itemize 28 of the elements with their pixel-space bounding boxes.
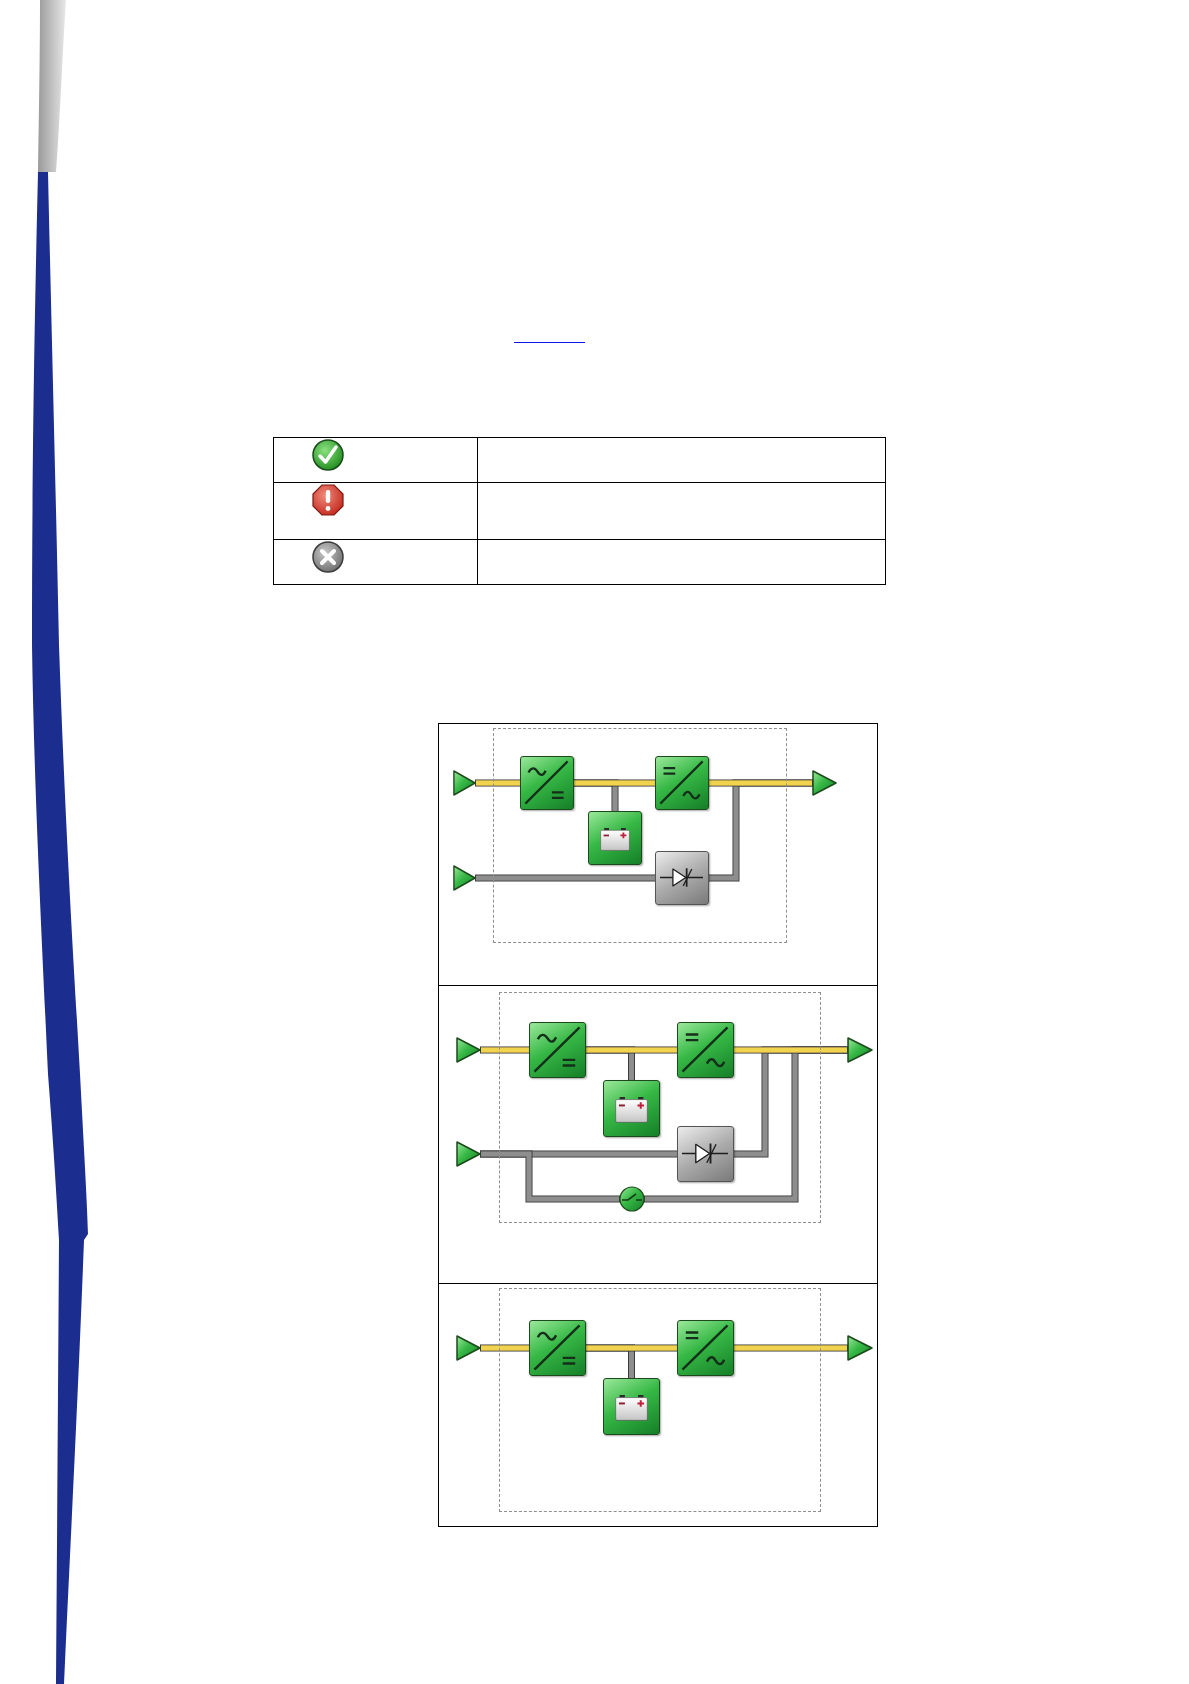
battery-block bbox=[603, 1080, 660, 1137]
output-terminal bbox=[847, 1335, 873, 1361]
output-terminal bbox=[812, 770, 837, 796]
connector-line bbox=[734, 1345, 847, 1351]
connector-line bbox=[481, 1047, 529, 1053]
connector-line bbox=[709, 780, 812, 786]
connector-line bbox=[481, 1345, 529, 1351]
input-terminal bbox=[453, 770, 476, 796]
connector-line bbox=[734, 1047, 847, 1053]
input-terminal bbox=[453, 865, 476, 891]
input-terminal bbox=[456, 1141, 481, 1167]
connector-line bbox=[476, 780, 520, 786]
battery-block bbox=[588, 811, 642, 865]
connector-line bbox=[481, 1151, 619, 1202]
connector-line bbox=[586, 1345, 677, 1351]
connector-line bbox=[476, 875, 655, 881]
connector-line bbox=[574, 780, 655, 786]
input-terminal bbox=[456, 1335, 481, 1361]
static-switch-block bbox=[655, 851, 709, 905]
battery-block bbox=[603, 1378, 660, 1435]
ups-boundary bbox=[493, 728, 787, 943]
ups-boundary bbox=[499, 1288, 821, 1512]
bypass-switch-icon bbox=[619, 1186, 645, 1212]
connector-line bbox=[586, 1047, 677, 1053]
ups-boundary bbox=[499, 992, 821, 1223]
static-switch-block bbox=[677, 1126, 734, 1182]
input-terminal bbox=[456, 1037, 481, 1063]
output-terminal bbox=[847, 1037, 873, 1063]
